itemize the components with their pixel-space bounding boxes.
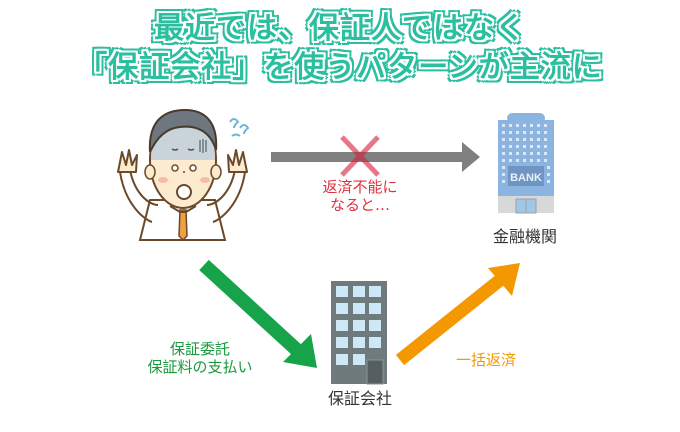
arrow-guarantor-to-bank (395, 263, 520, 366)
bank-building-icon: BANK (498, 113, 554, 214)
default-condition-line-2: なると… (329, 196, 390, 214)
guarantee-consignment-line-1: 保証委託 (169, 340, 230, 358)
default-condition-line-1: 返済不能に (322, 178, 398, 196)
guarantee-consignment-line-2: 保証料の支払い (147, 358, 253, 376)
guarantee-consignment-label: 保証委託 保証料の支払い (120, 340, 280, 376)
arrow-person-to-bank (271, 142, 480, 172)
office-building-icon (331, 281, 387, 385)
bank-sign: BANK (510, 172, 542, 184)
worried-businessman-icon (117, 108, 250, 242)
lump-sum-repayment-label: 一括返済 (456, 351, 517, 369)
blocked-x-icon (340, 135, 380, 177)
arrow-person-to-guarantor (199, 259, 317, 368)
title-line-2: 「保証会社」を使うパターンが主流に (77, 50, 603, 85)
guarantor-company-label: 保証会社 (327, 389, 392, 408)
title-line-1: 最近では、保証人ではなく (154, 11, 526, 46)
bank-label: 金融機関 (492, 227, 557, 246)
default-condition-label: 返済不能に なると… (290, 178, 430, 214)
